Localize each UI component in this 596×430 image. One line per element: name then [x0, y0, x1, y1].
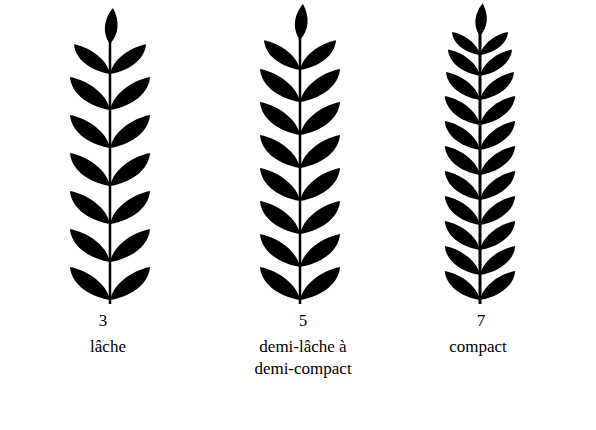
- density-label: compact: [428, 336, 528, 358]
- score-number: 3: [83, 310, 123, 332]
- compact-ear: [445, 4, 515, 304]
- loose-ear: [70, 8, 150, 304]
- density-label: demi-lâche à demi-compact: [244, 336, 362, 380]
- semi-compact-ear: [260, 4, 340, 304]
- score-number: 5: [283, 310, 323, 332]
- score-number: 7: [461, 310, 501, 332]
- density-label: lâche: [63, 336, 153, 358]
